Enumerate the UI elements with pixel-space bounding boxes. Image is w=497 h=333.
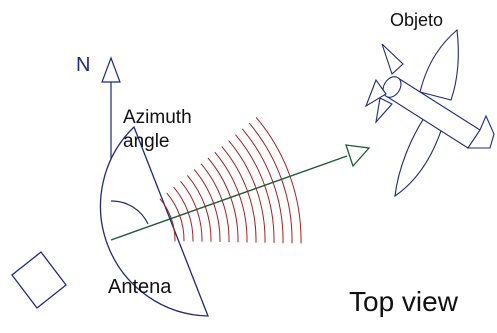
antenna-label: Antena <box>108 276 172 298</box>
azimuth-label-line1: Azimuth <box>123 107 192 128</box>
airplane-icon <box>364 28 495 198</box>
object-label: Objeto <box>390 10 443 30</box>
radar-dish-icon <box>11 125 209 317</box>
north-label: N <box>76 54 90 76</box>
view-title: Top view <box>349 286 459 317</box>
azimuth-angle-arc <box>110 200 149 225</box>
beam-direction-arrow <box>110 144 371 241</box>
azimuth-label-line2: angle <box>123 131 170 152</box>
